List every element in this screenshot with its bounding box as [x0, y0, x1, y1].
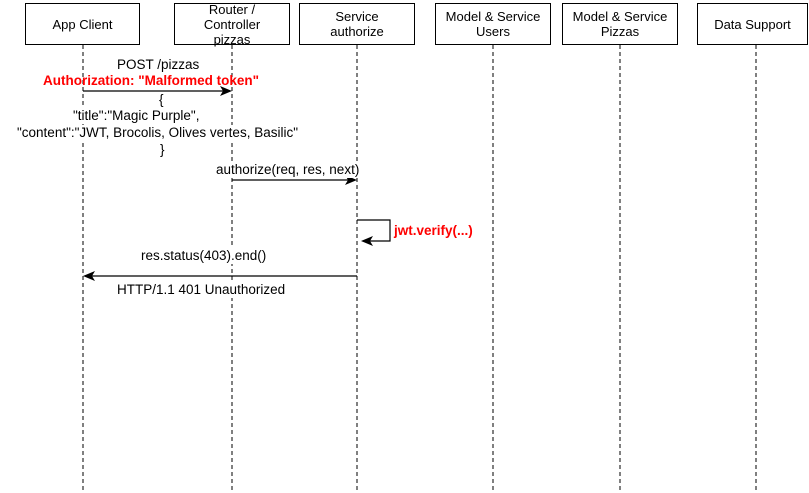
jwt-verify-label: jwt.verify(...) — [394, 223, 473, 238]
jwt-verify-arrowhead — [361, 236, 373, 246]
participant-label: authorize — [330, 24, 384, 39]
body-title-line: "title":"Magic Purple", — [73, 108, 200, 124]
body-content-line: "content":"JWT, Brocolis, Olives vertes,… — [17, 125, 298, 141]
body-open-brace: { — [159, 92, 164, 108]
participant-router-controller: Router / Controller pizzas — [174, 1, 290, 47]
participant-label: Router / — [208, 1, 256, 17]
participant-label: Data Support — [714, 16, 791, 32]
participant-label: App Client — [52, 16, 113, 32]
participant-label: pizzas — [213, 31, 251, 47]
participant-label: Model & Service — [572, 9, 668, 24]
participant-label: Model & Service — [445, 9, 541, 24]
auth-header-label: Authorization: "Malformed token" — [43, 73, 260, 88]
res-status-label: res.status(403).end() — [141, 248, 267, 264]
http-response-label: HTTP/1.1 401 Unauthorized — [117, 282, 286, 298]
jwt-verify-self-arrow — [357, 219, 391, 242]
participant-data-support: Data Support — [697, 3, 808, 45]
participant-service-authorize: Service authorize — [299, 3, 415, 45]
post-arrowhead — [220, 86, 232, 96]
participant-label: Users — [476, 24, 510, 39]
participant-label: Service — [335, 9, 379, 24]
response-arrowhead — [83, 271, 95, 281]
post-label: POST /pizzas — [117, 57, 200, 72]
participant-label: Controller — [203, 16, 261, 32]
authorize-call-label: authorize(req, res, next) — [216, 162, 360, 178]
body-close-brace: } — [160, 142, 165, 158]
participant-model-users: Model & Service Users — [435, 3, 551, 45]
participant-app-client: App Client — [25, 3, 140, 45]
participant-label: Pizzas — [600, 24, 640, 39]
participant-model-pizzas: Model & Service Pizzas — [562, 3, 678, 45]
